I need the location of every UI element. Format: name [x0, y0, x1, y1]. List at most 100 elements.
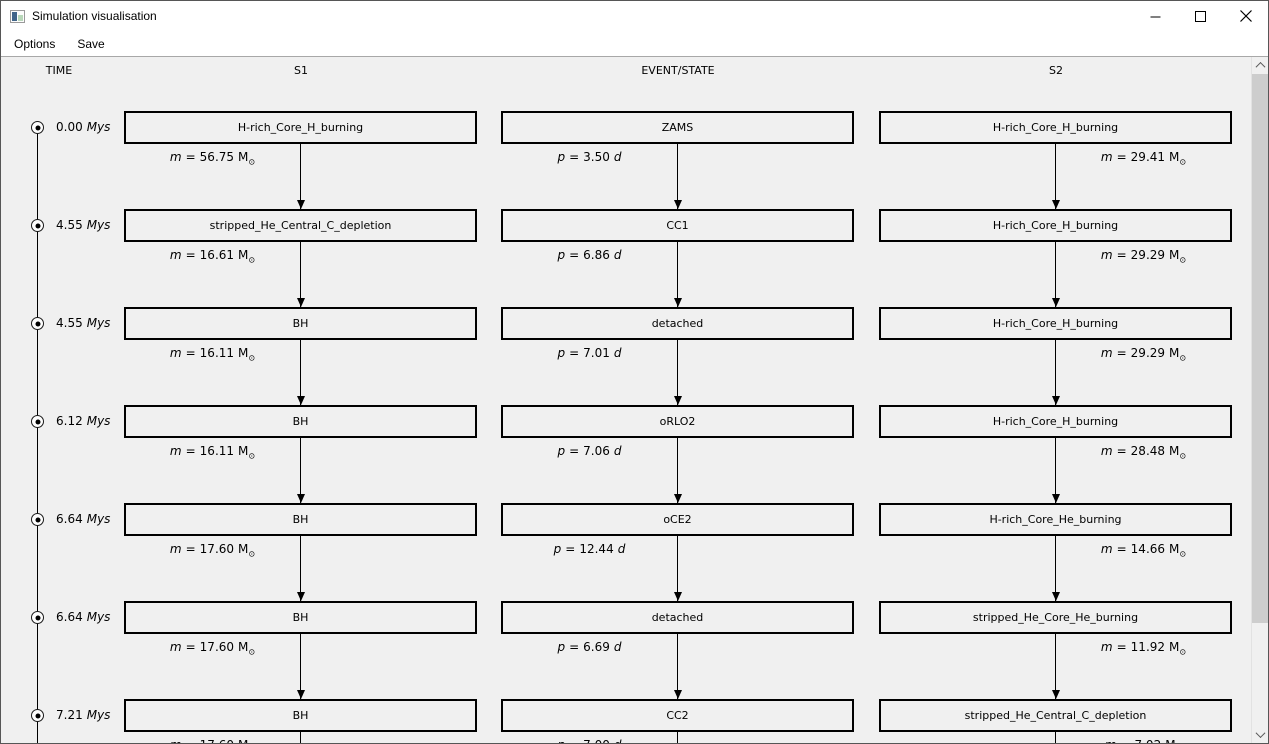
arrow-down-icon	[673, 690, 682, 699]
s2-state-box[interactable]: H-rich_Core_H_burning	[879, 307, 1232, 340]
s1-state-box[interactable]: BH	[124, 307, 477, 340]
mass-value: 17.60	[199, 542, 235, 556]
event-cell: CC2 p=7.00d	[501, 699, 854, 743]
column-header-event: EVENT/STATE	[641, 64, 715, 77]
event-state-box[interactable]: CC1	[501, 209, 854, 242]
s1-state-label: BH	[292, 513, 309, 526]
time-unit: Mys	[86, 610, 111, 624]
time-radio-button[interactable]	[31, 709, 44, 722]
s2-state-label: stripped_He_Core_He_burning	[972, 611, 1139, 624]
arrow-line	[1055, 438, 1056, 503]
time-unit: Mys	[86, 120, 111, 134]
sun-symbol: ⊙	[248, 549, 256, 559]
event-state-box[interactable]: detached	[501, 601, 854, 634]
time-unit: Mys	[86, 512, 111, 526]
mass-var: m	[1105, 738, 1117, 743]
s1-state-label: BH	[292, 709, 309, 722]
mass-value: 29.29	[1130, 346, 1166, 360]
arrow-line	[1055, 536, 1056, 601]
close-button[interactable]	[1223, 1, 1268, 31]
mass-value: 29.29	[1130, 248, 1166, 262]
mass-value: 29.41	[1130, 150, 1166, 164]
s1-state-box[interactable]: BH	[124, 601, 477, 634]
mass-unit: M⊙	[1169, 640, 1186, 656]
period-var: p	[557, 150, 566, 164]
arrow-down-icon	[296, 200, 305, 209]
scroll-up-button[interactable]	[1252, 57, 1268, 74]
time-radio-button[interactable]	[31, 611, 44, 624]
s2-state-box[interactable]: H-rich_Core_H_burning	[879, 405, 1232, 438]
s1-state-box[interactable]: stripped_He_Central_C_depletion	[124, 209, 477, 242]
mass-value: 14.66	[1130, 542, 1166, 556]
s1-state-box[interactable]: BH	[124, 405, 477, 438]
arrow-line	[677, 242, 678, 307]
arrow-down-icon	[1051, 298, 1060, 307]
event-state-box[interactable]: ZAMS	[501, 111, 854, 144]
time-radio-button[interactable]	[31, 415, 44, 428]
mass-value: 11.92	[1130, 640, 1166, 654]
time-radio-button[interactable]	[31, 121, 44, 134]
time-unit: Mys	[86, 414, 111, 428]
maximize-button[interactable]	[1178, 1, 1223, 31]
s2-state-label: H-rich_Core_H_burning	[992, 317, 1119, 330]
time-radio-button[interactable]	[31, 317, 44, 330]
s1-state-label: BH	[292, 415, 309, 428]
window-controls	[1133, 1, 1268, 31]
event-state-label: CC2	[666, 709, 689, 722]
event-state-box[interactable]: oRLO2	[501, 405, 854, 438]
s2-state-box[interactable]: stripped_He_Core_He_burning	[879, 601, 1232, 634]
time-radio-button[interactable]	[31, 219, 44, 232]
scrollbar-thumb[interactable]	[1252, 74, 1268, 623]
title-bar[interactable]: Simulation visualisation	[1, 1, 1268, 31]
app-picture-icon	[10, 10, 25, 23]
mass-unit-letter: M	[238, 346, 249, 360]
time-radio-button[interactable]	[31, 513, 44, 526]
event-state-box[interactable]: oCE2	[501, 503, 854, 536]
arrow-down-icon	[673, 396, 682, 405]
s1-state-box[interactable]: BH	[124, 503, 477, 536]
s2-state-box[interactable]: H-rich_Core_He_burning	[879, 503, 1232, 536]
s2-state-box[interactable]: stripped_He_Central_C_depletion	[879, 699, 1232, 732]
minimize-button[interactable]	[1133, 1, 1178, 31]
s2-mass-label: m=7.02M⊙	[1056, 738, 1232, 743]
s1-state-box[interactable]: BH	[124, 699, 477, 732]
vertical-scrollbar[interactable]	[1251, 57, 1268, 743]
event-state-box[interactable]: CC2	[501, 699, 854, 732]
scroll-down-button[interactable]	[1252, 726, 1268, 743]
column-header-s2: S2	[1049, 64, 1063, 77]
arrow-line	[300, 340, 301, 405]
time-value: 6.64	[56, 610, 83, 624]
s2-state-label: H-rich_Core_H_burning	[992, 219, 1119, 232]
mass-unit: M⊙	[1169, 542, 1186, 558]
chevron-down-icon	[1255, 728, 1265, 739]
s1-state-label: BH	[292, 317, 309, 330]
menu-options[interactable]: Options	[14, 36, 56, 51]
arrow-line	[1055, 732, 1056, 743]
mass-var: m	[170, 738, 182, 743]
arrow-down-icon	[673, 200, 682, 209]
mass-unit-letter: M	[238, 248, 249, 262]
time-value: 6.64	[56, 512, 83, 526]
arrow-line	[677, 732, 678, 743]
menu-save[interactable]: Save	[77, 36, 105, 51]
period-value: 7.01	[583, 346, 610, 360]
s1-state-box[interactable]: H-rich_Core_H_burning	[124, 111, 477, 144]
s2-state-box[interactable]: H-rich_Core_H_burning	[879, 111, 1232, 144]
mass-var: m	[169, 542, 182, 556]
period-value: 6.69	[583, 640, 610, 654]
arrow-down-icon	[1051, 396, 1060, 405]
event-state-box[interactable]: detached	[501, 307, 854, 340]
time-unit: Mys	[86, 218, 111, 232]
s2-state-box[interactable]: H-rich_Core_H_burning	[879, 209, 1232, 242]
